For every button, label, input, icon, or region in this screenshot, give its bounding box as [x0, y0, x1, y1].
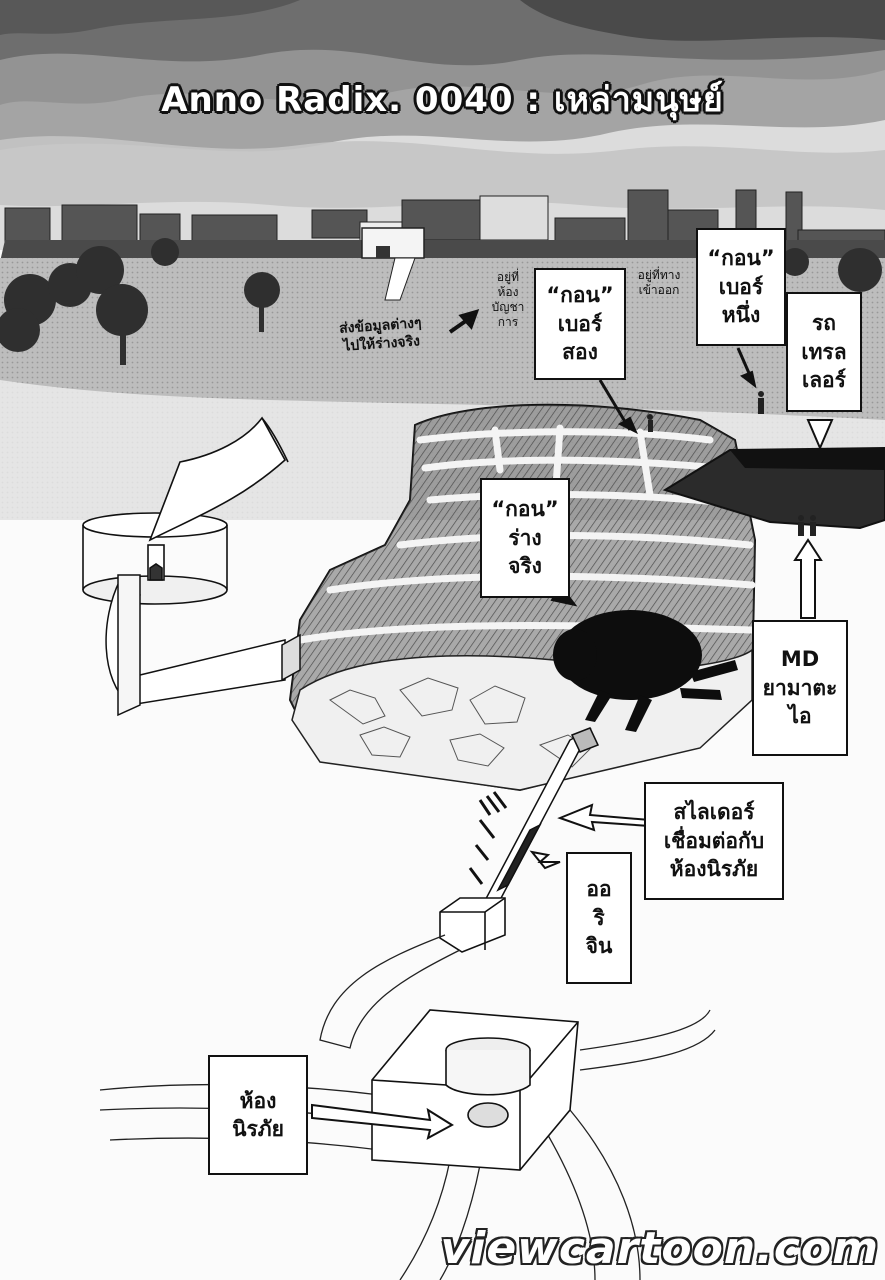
slider-tube [478, 727, 600, 912]
note-at-entrance: อยู่ที่ทาง เข้าออก [637, 268, 681, 297]
gon-beetle [553, 610, 738, 732]
label-slider: สไลเดอร์ เชื่อมต่อกับ ห้องนิรภัย [644, 782, 784, 900]
origin-capsule [439, 897, 506, 953]
label-gon-number-two: “กอน” เบอร์ สอง [534, 268, 626, 380]
chapter-title: Anno Radix. 0040 : เหล่ามนุษย์ [161, 80, 724, 120]
label-gon-number-one: “กอน” เบอร์ หนึ่ง [696, 228, 786, 346]
label-trailer: รถ เทรล เลอร์ [786, 292, 862, 412]
label-origin: ออ ริ จิน [566, 852, 632, 984]
surface-building [361, 227, 425, 301]
city-skyline [0, 189, 885, 262]
label-gon-true-body: “กอน” ร่าง จริง [480, 478, 570, 598]
label-vault: ห้อง นิรภัย [208, 1055, 308, 1175]
left-tube [105, 574, 301, 717]
site-watermark: viewcartoon.com [440, 1223, 879, 1274]
surface-arrows [448, 309, 480, 334]
speed-lines [468, 791, 508, 885]
trailer-vehicle [662, 446, 885, 530]
sky-clouds [0, 0, 885, 250]
note-under-command: อยู่ที่ ห้อง บัญชา การ [491, 270, 525, 329]
label-md-yamatai: MD ยามาตะ ไอ [752, 620, 848, 756]
people-figures [647, 391, 816, 536]
trees [0, 238, 882, 365]
